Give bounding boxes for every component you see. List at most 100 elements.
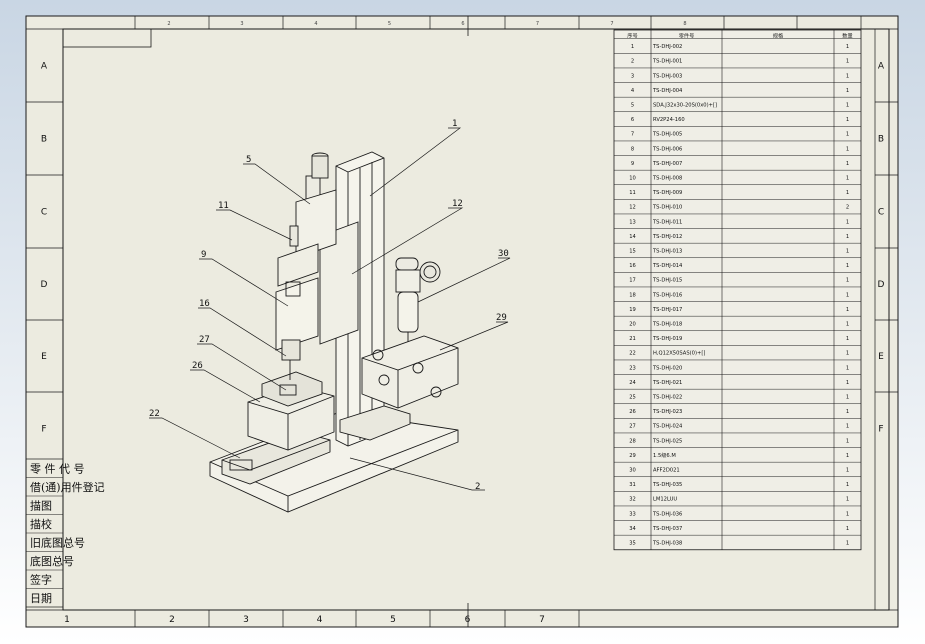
bom-row-part: TS-DHJ-011 — [652, 219, 682, 225]
bom-row-part: TS-DHJ-023 — [652, 409, 682, 415]
right-zone-label: E — [878, 352, 884, 362]
leader-12 — [351, 207, 464, 275]
bom-row-number: 2 — [631, 59, 634, 65]
leader-26 — [190, 369, 261, 403]
bom-frame — [613, 29, 862, 551]
callout-leaders — [149, 127, 511, 491]
bom-row-part: TS-DHJ-010 — [652, 205, 682, 211]
left-zone-label: B — [41, 135, 47, 145]
bom-row-part: TS-DHJ-009 — [652, 190, 682, 196]
fixture-edge — [221, 459, 251, 471]
bom-row-number: 5 — [631, 102, 634, 108]
leader-16 — [198, 307, 287, 357]
bom-row-number: 28 — [629, 438, 636, 444]
stamp-label: 零 件 代 号 — [30, 463, 85, 476]
bom-row-part: TS-DHJ-021 — [652, 380, 682, 386]
left-zone-label: A — [41, 62, 48, 72]
bom-row-qty: 1 — [846, 424, 849, 430]
machine-assembly-drawing — [209, 151, 459, 513]
bom-row-number: 15 — [629, 248, 636, 254]
right-zone-label: B — [878, 135, 884, 145]
bom-row-qty: 1 — [846, 511, 849, 517]
callout-30: 30 — [498, 249, 509, 259]
bom-row-part: TS-DHJ-008 — [652, 175, 682, 181]
bom-row-qty: 1 — [846, 278, 849, 284]
top-zone-label: 7 — [610, 21, 613, 27]
bom-row-number: 20 — [629, 321, 636, 327]
bom-row-number: 34 — [629, 526, 636, 532]
bom-row-part: TS-DHJ-037 — [652, 526, 682, 532]
bom-row-part: 1.5级6.M — [653, 451, 676, 459]
bom-row-number: 33 — [629, 511, 636, 517]
bom-row-qty: 1 — [846, 234, 849, 240]
leader-1 — [369, 127, 462, 197]
bom-row-part: AFF2D021 — [653, 467, 680, 473]
callout-2: 2 — [475, 482, 480, 492]
press-punch — [281, 339, 301, 361]
bom-row-qty: 1 — [846, 394, 849, 400]
stamp-label: 描图 — [30, 499, 52, 513]
stamp-label: 底图总号 — [30, 554, 74, 568]
callout-26: 26 — [192, 361, 203, 371]
callout-1: 1 — [452, 119, 457, 129]
bom-row-part: TS-DHJ-038 — [652, 540, 682, 546]
column-top-edge-2 — [347, 157, 385, 173]
bom-row-qty: 1 — [846, 497, 849, 503]
leader-30 — [417, 257, 511, 303]
bom-row-qty: 1 — [846, 336, 849, 342]
leader-2 — [349, 457, 485, 491]
leader-5 — [243, 163, 311, 205]
callout-11: 11 — [218, 201, 229, 211]
bom-row-qty: 1 — [846, 321, 849, 327]
bom-row-qty: 1 — [846, 540, 849, 546]
bom-row-qty: 1 — [846, 73, 849, 79]
bom-row-qty: 1 — [846, 248, 849, 254]
stamp-label: 描校 — [30, 517, 52, 531]
leader-29 — [439, 321, 509, 351]
bom-row-part: TS-DHJ-012 — [652, 234, 682, 240]
bom-row-qty: 1 — [846, 438, 849, 444]
bom-row-qty: 1 — [846, 263, 849, 269]
bottom-zone-label: 4 — [317, 615, 323, 625]
bom-row-qty: 1 — [846, 132, 849, 138]
bom-row-number: 11 — [629, 190, 636, 196]
regulator-body — [395, 269, 421, 293]
bom-row-number: 27 — [629, 424, 636, 430]
bom-row-number: 17 — [629, 278, 636, 284]
press-head-upper — [277, 243, 319, 287]
bom-row-part: TS-DHJ-035 — [652, 482, 682, 488]
top-zone-label: 6 — [461, 21, 464, 27]
leader-9 — [199, 258, 289, 307]
bom-row-part: TS-DHJ-007 — [652, 161, 682, 167]
bom-row-number: 6 — [631, 117, 634, 123]
bom-row-part: TS-DHJ-020 — [652, 365, 682, 371]
right-zone-label: A — [878, 62, 885, 72]
press-head-window — [285, 281, 301, 297]
callout-27: 27 — [199, 335, 210, 345]
bom-row-number: 8 — [631, 146, 634, 152]
top-zone-label: 8 — [683, 21, 686, 27]
bom-row-part: TS-DHJ-004 — [652, 88, 683, 94]
right-zone-label: D — [878, 280, 885, 290]
bom-row-number: 25 — [629, 394, 636, 400]
bom-row-number: 32 — [629, 497, 636, 503]
bom-row-qty: 1 — [846, 88, 849, 94]
bom-row-qty: 2 — [846, 205, 849, 211]
bom-row-qty: 1 — [846, 292, 849, 298]
bom-row-qty: 1 — [846, 467, 849, 473]
die-top-plate — [261, 371, 323, 407]
bom-row-part: TS-DHJ-006 — [652, 146, 682, 152]
fixture-slot — [229, 459, 253, 471]
fixture-edge-2 — [249, 439, 331, 471]
bom-row-qty: 1 — [846, 146, 849, 152]
callout-9: 9 — [201, 250, 206, 260]
die-insert — [279, 384, 297, 396]
bom-row-number: 23 — [629, 365, 636, 371]
bottom-zone-label: 1 — [64, 615, 70, 625]
bom-row-number: 1 — [631, 44, 634, 50]
leader-11 — [216, 209, 293, 241]
